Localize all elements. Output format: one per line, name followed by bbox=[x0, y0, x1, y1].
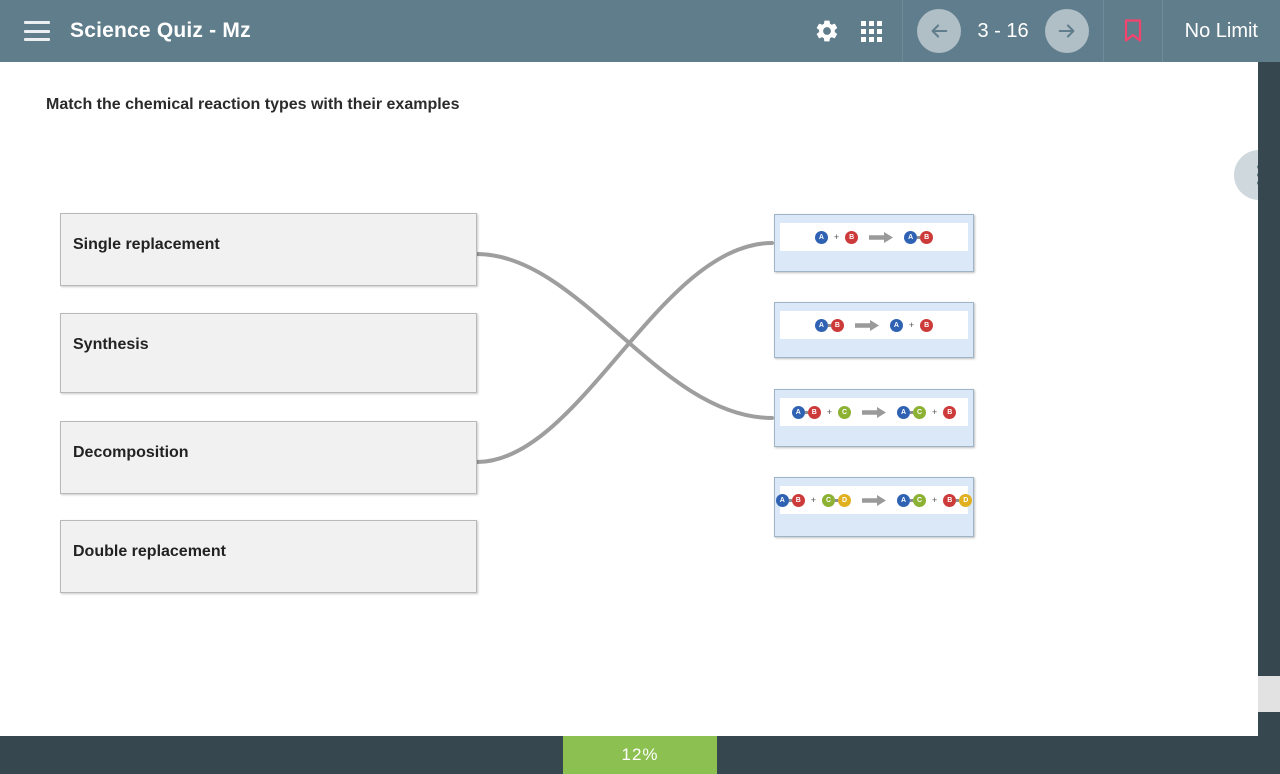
connection-line bbox=[475, 252, 774, 420]
match-option-label: Decomposition bbox=[73, 444, 189, 461]
connection-line bbox=[475, 241, 774, 464]
atom-b: B bbox=[943, 493, 957, 507]
atom-c: C bbox=[913, 405, 926, 419]
molecule: B bbox=[943, 405, 957, 419]
atom-a: A bbox=[897, 493, 910, 507]
molecule: B bbox=[845, 230, 859, 244]
atom-c: C bbox=[838, 405, 851, 419]
molecule: A bbox=[814, 230, 828, 244]
plus-sign: + bbox=[932, 407, 938, 417]
footer-bar: 12% bbox=[0, 736, 1280, 774]
match-option-label: Single replacement bbox=[73, 236, 220, 253]
page-navigation: 3 - 16 bbox=[902, 0, 1104, 62]
header-right-group: 3 - 16 No Limit bbox=[796, 0, 1280, 62]
plus-sign: + bbox=[833, 232, 840, 242]
match-option[interactable]: Double replacement bbox=[60, 520, 477, 593]
atom-b: B bbox=[845, 230, 859, 244]
match-option-label: Double replacement bbox=[73, 543, 226, 560]
atom-d: D bbox=[959, 493, 973, 507]
hamburger-icon[interactable] bbox=[24, 21, 50, 41]
reaction-arrow-icon bbox=[854, 319, 879, 331]
page-indicator: 3 - 16 bbox=[977, 19, 1029, 42]
match-option[interactable]: Single replacement bbox=[60, 213, 477, 286]
grid-icon[interactable] bbox=[856, 16, 886, 46]
bookmark-icon bbox=[1124, 19, 1141, 42]
progress-bar: 12% bbox=[563, 736, 717, 774]
atom-b: B bbox=[920, 318, 934, 332]
bond-icon bbox=[910, 498, 913, 502]
plus-sign: + bbox=[908, 320, 915, 330]
bookmark-button[interactable] bbox=[1104, 0, 1163, 62]
molecule: C bbox=[838, 405, 851, 419]
app-header: Science Quiz - Mz 3 - 16 bbox=[0, 0, 1280, 62]
molecule: A bbox=[889, 318, 903, 332]
connection-lines bbox=[475, 241, 774, 464]
bond-icon bbox=[917, 235, 921, 239]
atom-a: A bbox=[814, 230, 828, 244]
next-page-button[interactable] bbox=[1044, 9, 1089, 53]
atom-a: A bbox=[904, 230, 918, 244]
time-limit-label: No Limit bbox=[1184, 19, 1258, 42]
quiz-content: Match the chemical reaction types with t… bbox=[0, 62, 1258, 736]
atom-b: B bbox=[920, 230, 934, 244]
match-option-label: Synthesis bbox=[73, 336, 149, 353]
reaction-arrow-icon bbox=[869, 231, 894, 243]
atom-a: A bbox=[791, 405, 805, 419]
bond-icon bbox=[804, 410, 808, 414]
molecule: B bbox=[920, 318, 934, 332]
atom-a: A bbox=[814, 318, 828, 332]
atom-c: C bbox=[822, 493, 835, 507]
reaction-arrow-icon bbox=[862, 494, 886, 506]
bond-icon bbox=[788, 498, 792, 502]
reaction-arrow-icon bbox=[862, 406, 886, 418]
question-prompt: Match the chemical reaction types with t… bbox=[46, 96, 460, 113]
atom-d: D bbox=[838, 493, 851, 507]
plus-sign: + bbox=[932, 495, 938, 505]
scrollbar-thumb[interactable] bbox=[1258, 676, 1280, 712]
bond-icon bbox=[827, 323, 831, 327]
right-rail bbox=[1258, 62, 1280, 736]
gear-icon[interactable] bbox=[812, 16, 842, 46]
plus-sign: + bbox=[826, 407, 832, 417]
plus-sign: + bbox=[810, 495, 816, 505]
atom-b: B bbox=[830, 318, 844, 332]
progress-label: 12% bbox=[621, 745, 659, 764]
atom-c: C bbox=[913, 493, 926, 507]
match-option[interactable]: Synthesis bbox=[60, 313, 477, 393]
page-title: Science Quiz - Mz bbox=[70, 19, 251, 42]
prev-page-button[interactable] bbox=[917, 9, 962, 53]
match-option[interactable]: Decomposition bbox=[60, 421, 477, 494]
bond-icon bbox=[910, 410, 913, 414]
atom-a: A bbox=[889, 318, 903, 332]
atom-a: A bbox=[897, 405, 910, 419]
header-tools bbox=[796, 0, 902, 62]
bond-icon bbox=[835, 498, 838, 502]
atom-a: A bbox=[775, 493, 789, 507]
atom-b: B bbox=[807, 405, 821, 419]
atom-b: B bbox=[791, 493, 805, 507]
bond-icon bbox=[956, 498, 960, 502]
atom-b: B bbox=[943, 405, 957, 419]
